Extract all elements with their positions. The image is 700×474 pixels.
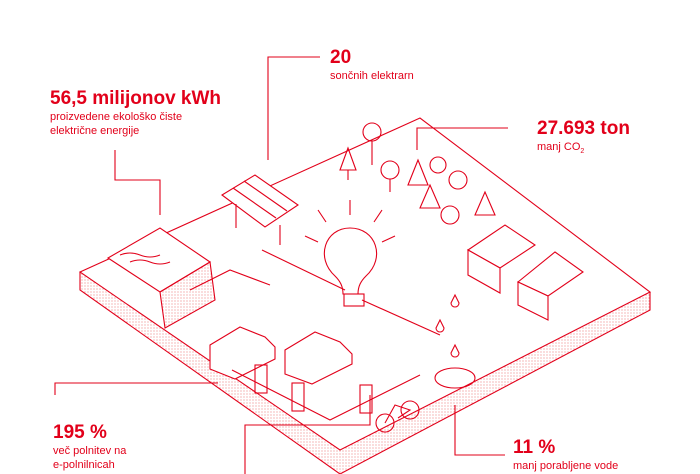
cars <box>209 326 353 385</box>
stat-label: manj porabljene vode <box>513 460 619 472</box>
paths <box>189 249 441 336</box>
lightbulb-icon <box>304 200 396 307</box>
stat-label: električne energije <box>50 125 140 137</box>
stat-label-text: manj CO <box>537 141 581 153</box>
stat-label: proizvedene ekološko čiste <box>50 111 183 123</box>
water-drops <box>434 293 476 389</box>
stat-charging: 195 % več polnitev na e-polnilnicah <box>53 422 126 472</box>
stat-value: 56,5 milijonov kWh <box>50 88 222 109</box>
stat-value: 27.693 ton <box>537 118 630 139</box>
stat-value: 195 % <box>53 422 107 443</box>
stat-label: sončnih elektrarn <box>330 70 414 82</box>
hydro-dam <box>106 227 216 329</box>
charging-stations <box>231 364 421 421</box>
stat-water: 11 % manj porabljene vode <box>513 437 618 473</box>
stat-label: več polnitev na <box>53 445 127 457</box>
leader-lines <box>54 56 508 474</box>
trees <box>339 122 496 225</box>
solar-panel <box>221 174 299 245</box>
houses <box>466 224 584 321</box>
subscript: 2 <box>580 148 585 156</box>
stat-energy: 56,5 milijonov kWh proizvedene ekološko … <box>50 88 221 138</box>
stat-value: 20 <box>330 47 352 68</box>
bicycle-icon <box>375 400 420 433</box>
stat-co2: 27.693 ton manj CO2 <box>537 118 630 159</box>
stat-solar: 20 sončnih elektrarn <box>330 47 414 83</box>
stat-value: 11 % <box>513 437 556 458</box>
stat-label: e-polnilnicah <box>53 459 115 471</box>
stat-label: manj CO2 <box>537 140 630 159</box>
